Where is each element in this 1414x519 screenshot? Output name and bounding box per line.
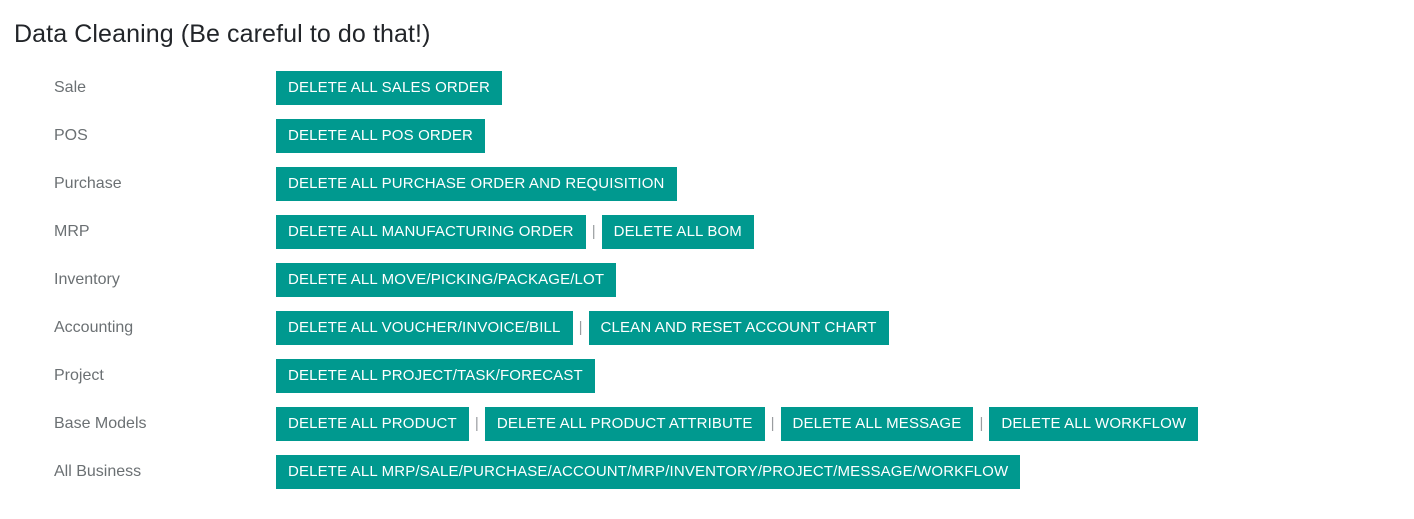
delete-action-button[interactable]: DELETE ALL SALES ORDER xyxy=(276,71,502,105)
delete-action-button[interactable]: DELETE ALL POS ORDER xyxy=(276,119,486,153)
cleaning-row: Purchase DELETE ALL PURCHASE ORDER AND RE… xyxy=(0,160,1414,208)
row-label: Base Models xyxy=(54,415,147,432)
cleaning-row: Accounting DELETE ALL VOUCHER/INVOICE/BIL… xyxy=(0,304,1414,352)
cleaning-row: Inventory DELETE ALL MOVE/PICKING/PACKAGE… xyxy=(0,256,1414,304)
row-label: Accounting xyxy=(54,319,134,336)
row-label: MRP xyxy=(54,223,90,240)
delete-action-button[interactable]: DELETE ALL BOM xyxy=(601,215,754,249)
delete-action-button[interactable]: DELETE ALL VOUCHER/INVOICE/BILL xyxy=(276,311,573,345)
delete-action-button[interactable]: DELETE ALL MESSAGE xyxy=(780,407,974,441)
cleaning-row: Project DELETE ALL PROJECT/TASK/FORECAST xyxy=(0,352,1414,400)
row-actions: DELETE ALL SALES ORDER xyxy=(276,71,1414,105)
page-title: Data Cleaning (Be careful to do that!) xyxy=(14,20,431,48)
delete-action-button[interactable]: DELETE ALL PROJECT/TASK/FORECAST xyxy=(276,359,595,393)
button-separator: | xyxy=(770,415,775,432)
cleaning-row: POS DELETE ALL POS ORDER xyxy=(0,112,1414,160)
row-label: POS xyxy=(54,127,88,144)
button-separator: | xyxy=(979,415,984,432)
delete-action-button[interactable]: DELETE ALL MRP/SALE/PURCHASE/ACCOUNT/MRP… xyxy=(276,455,1021,489)
button-separator: | xyxy=(578,319,583,336)
delete-action-button[interactable]: CLEAN AND RESET ACCOUNT CHART xyxy=(588,311,889,345)
row-label: Project xyxy=(54,367,104,384)
button-separator: | xyxy=(591,223,596,240)
row-actions: DELETE ALL MOVE/PICKING/PACKAGE/LOT xyxy=(276,263,1414,297)
row-label: Sale xyxy=(54,79,87,96)
row-actions: DELETE ALL PRODUCT | DELETE ALL PRODUCT AT… xyxy=(276,407,1414,441)
delete-action-button[interactable]: DELETE ALL PRODUCT xyxy=(276,407,469,441)
row-actions: DELETE ALL PURCHASE ORDER AND REQUISITIO… xyxy=(276,167,1414,201)
button-separator: | xyxy=(474,415,479,432)
delete-action-button[interactable]: DELETE ALL PURCHASE ORDER AND REQUISITIO… xyxy=(276,167,677,201)
cleaning-row: All Business DELETE ALL MRP/SALE/PURCHASE… xyxy=(0,448,1414,496)
row-label: All Business xyxy=(54,463,142,480)
row-actions: DELETE ALL MRP/SALE/PURCHASE/ACCOUNT/MRP… xyxy=(276,455,1414,489)
delete-action-button[interactable]: DELETE ALL WORKFLOW xyxy=(989,407,1199,441)
row-label: Inventory xyxy=(54,271,120,288)
delete-action-button[interactable]: DELETE ALL MOVE/PICKING/PACKAGE/LOT xyxy=(276,263,617,297)
row-label: Purchase xyxy=(54,175,122,192)
delete-action-button[interactable]: DELETE ALL PRODUCT ATTRIBUTE xyxy=(484,407,765,441)
row-actions: DELETE ALL PROJECT/TASK/FORECAST xyxy=(276,359,1414,393)
cleaning-action-rows: Sale DELETE ALL SALES ORDER POS DELETE ALL … xyxy=(0,64,1414,496)
row-actions: DELETE ALL POS ORDER xyxy=(276,119,1414,153)
delete-action-button[interactable]: DELETE ALL MANUFACTURING ORDER xyxy=(276,215,586,249)
row-actions: DELETE ALL VOUCHER/INVOICE/BILL | CLEAN AN… xyxy=(276,311,1414,345)
cleaning-row: Sale DELETE ALL SALES ORDER xyxy=(0,64,1414,112)
row-actions: DELETE ALL MANUFACTURING ORDER | DELETE AL… xyxy=(276,215,1414,249)
